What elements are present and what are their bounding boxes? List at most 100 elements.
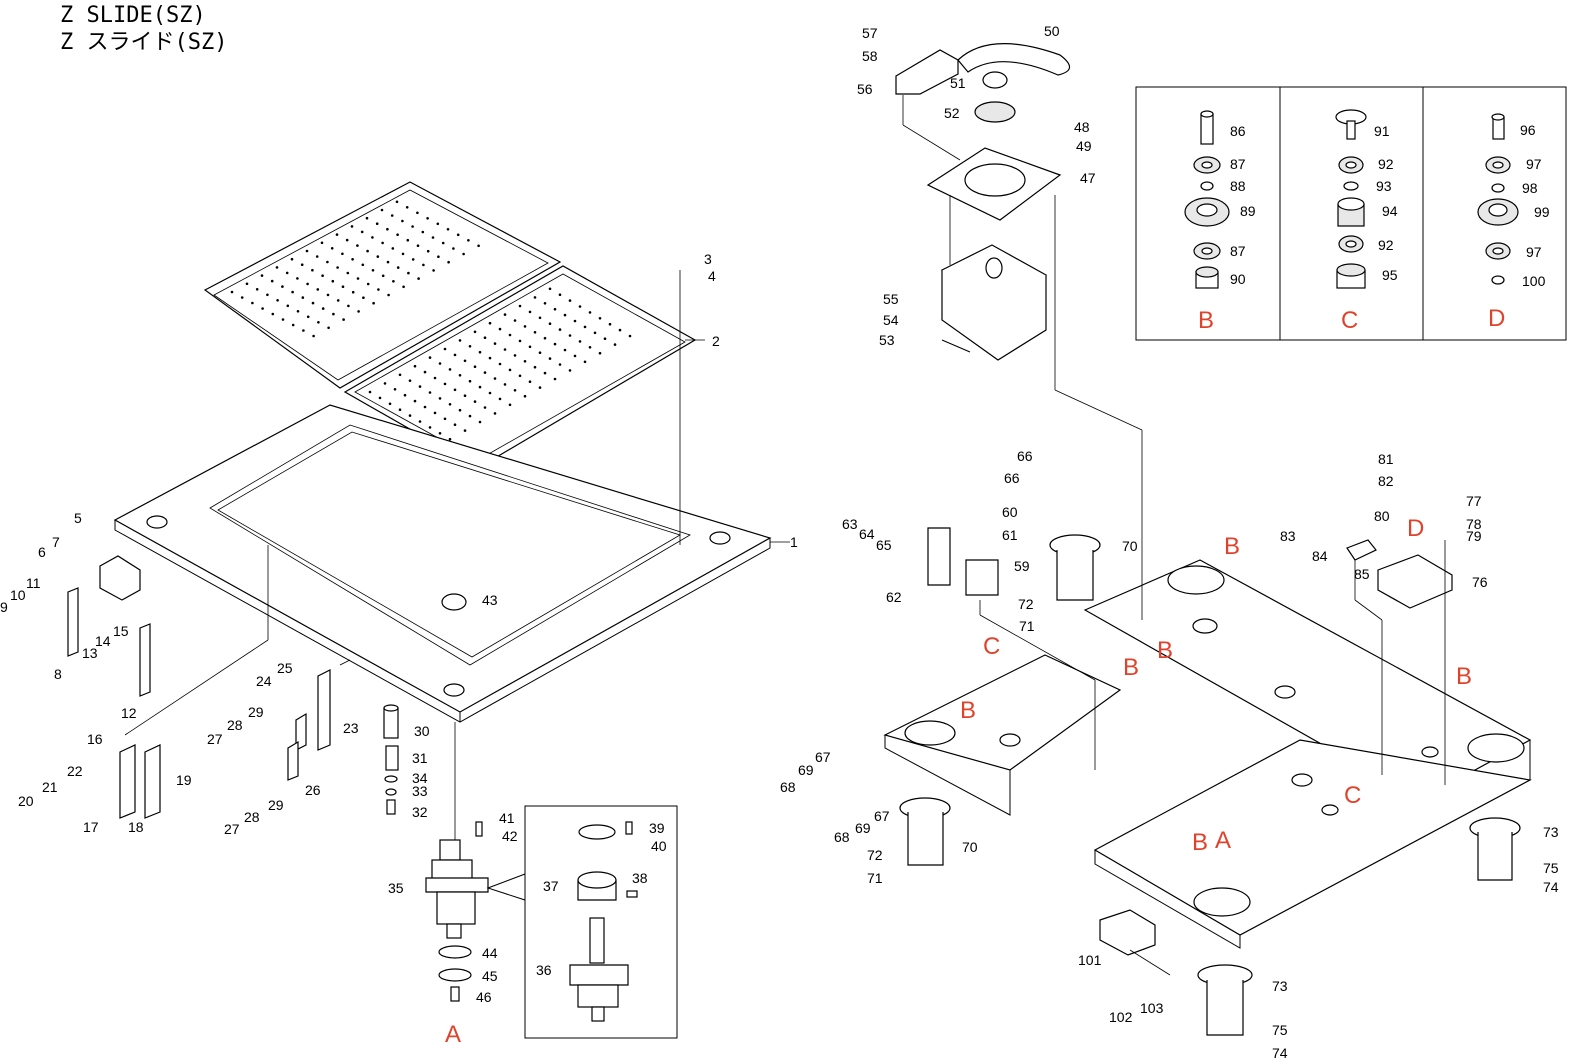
plate-hole bbox=[281, 318, 285, 321]
plate-hole bbox=[503, 348, 507, 351]
callout-60: 60 bbox=[1002, 504, 1018, 520]
plate-hole bbox=[528, 310, 532, 314]
callout-97a: 97 bbox=[1526, 156, 1542, 172]
plate-hole bbox=[300, 263, 304, 267]
plate-hole bbox=[433, 411, 437, 415]
plate-hole bbox=[317, 321, 320, 324]
callout-41: 41 bbox=[499, 810, 515, 826]
callout-23: 23 bbox=[343, 720, 359, 736]
plate-hole bbox=[347, 304, 350, 308]
plate-hole bbox=[453, 423, 457, 427]
callout-20: 20 bbox=[18, 793, 34, 809]
plate-hole bbox=[433, 376, 437, 380]
callout-19: 19 bbox=[176, 772, 192, 788]
plate-hole bbox=[376, 255, 380, 258]
callout-36: 36 bbox=[536, 962, 552, 978]
plate-hole bbox=[431, 236, 435, 239]
plate-hole bbox=[483, 336, 487, 340]
callout-57: 57 bbox=[862, 25, 878, 41]
plate-hole bbox=[411, 258, 415, 261]
ref-c-2: C bbox=[1344, 782, 1361, 809]
callout-100: 100 bbox=[1522, 273, 1546, 289]
callout-92a: 92 bbox=[1378, 156, 1394, 172]
plate-hole bbox=[360, 230, 364, 234]
plate-hole bbox=[441, 241, 445, 245]
plate-hole bbox=[423, 405, 427, 409]
plate-hole bbox=[390, 214, 394, 217]
plate-hole bbox=[416, 244, 420, 247]
plate-hole bbox=[478, 350, 482, 354]
plate-hole bbox=[276, 299, 279, 302]
plate-hole bbox=[326, 260, 329, 264]
plate-hole bbox=[448, 437, 452, 441]
plate-hole bbox=[383, 382, 387, 385]
plate-hole bbox=[418, 420, 422, 423]
callout-75a: 75 bbox=[1543, 860, 1559, 876]
plate-hole bbox=[361, 263, 365, 267]
plate-hole bbox=[378, 396, 382, 400]
plate-hole bbox=[351, 258, 354, 261]
title-japanese: Z スライド(SZ) bbox=[60, 30, 228, 55]
ref-d-1: D bbox=[1407, 515, 1424, 542]
plate-hole bbox=[548, 322, 552, 326]
plate-hole bbox=[405, 206, 409, 209]
plate-hole bbox=[598, 317, 602, 320]
ref-b-5: B bbox=[1456, 663, 1472, 690]
callout-22: 22 bbox=[67, 763, 83, 779]
callout-39: 39 bbox=[649, 820, 665, 836]
plate-hole bbox=[568, 369, 572, 372]
callout-103: 103 bbox=[1140, 1000, 1164, 1016]
callout-26: 26 bbox=[305, 782, 321, 798]
ref-d-inset: D bbox=[1488, 305, 1505, 332]
callout-46: 46 bbox=[476, 989, 492, 1005]
plate-hole bbox=[513, 389, 517, 392]
plate-hole bbox=[443, 417, 447, 421]
plate-hole bbox=[488, 391, 492, 395]
callout-1: 1 bbox=[790, 534, 798, 550]
plate-hole bbox=[316, 288, 320, 291]
callout-44: 44 bbox=[482, 945, 498, 961]
plate-hole bbox=[428, 356, 432, 359]
callout-3: 3 bbox=[704, 251, 712, 267]
plate-hole bbox=[467, 239, 470, 242]
plate-hole bbox=[548, 357, 552, 360]
callout-11: 11 bbox=[26, 575, 41, 591]
plate-hole bbox=[447, 260, 450, 264]
callout-75b: 75 bbox=[1272, 1022, 1288, 1038]
plate-hole bbox=[518, 339, 522, 343]
plate-hole bbox=[583, 325, 587, 329]
plate-hole bbox=[437, 255, 440, 258]
plate-hole bbox=[458, 374, 462, 377]
ref-b-6: B bbox=[1192, 829, 1208, 856]
plate-hole bbox=[558, 328, 562, 331]
base-frame bbox=[883, 559, 1532, 949]
callout-7: 7 bbox=[52, 534, 60, 550]
plate-hole bbox=[245, 282, 249, 286]
callout-38: 38 bbox=[632, 870, 648, 886]
plate-hole bbox=[543, 336, 547, 340]
callout-62: 62 bbox=[886, 589, 902, 605]
plate-hole bbox=[578, 305, 582, 308]
callout-67a: 67 bbox=[815, 749, 831, 765]
callout-59: 59 bbox=[1014, 558, 1030, 574]
callout-35: 35 bbox=[388, 880, 404, 896]
plate-hole bbox=[381, 274, 385, 278]
plate-hole bbox=[395, 200, 399, 204]
plate-hole bbox=[436, 222, 440, 226]
plate-hole bbox=[508, 333, 512, 337]
plate-hole bbox=[255, 288, 259, 291]
inset-table-border bbox=[1135, 86, 1567, 341]
callout-98: 98 bbox=[1522, 180, 1538, 196]
plate-hole bbox=[270, 279, 274, 283]
plate-hole bbox=[301, 296, 305, 299]
plate-hole bbox=[598, 351, 602, 355]
plate-hole bbox=[483, 406, 487, 409]
plate-hole bbox=[381, 241, 384, 245]
plate-hole bbox=[443, 382, 447, 386]
plate-hole bbox=[498, 397, 502, 401]
plate-hole bbox=[618, 328, 622, 332]
title-english: Z SLIDE(SZ) bbox=[60, 3, 206, 28]
callout-14: 14 bbox=[95, 633, 111, 649]
plate-hole bbox=[377, 288, 380, 291]
plate-hole bbox=[350, 225, 354, 228]
